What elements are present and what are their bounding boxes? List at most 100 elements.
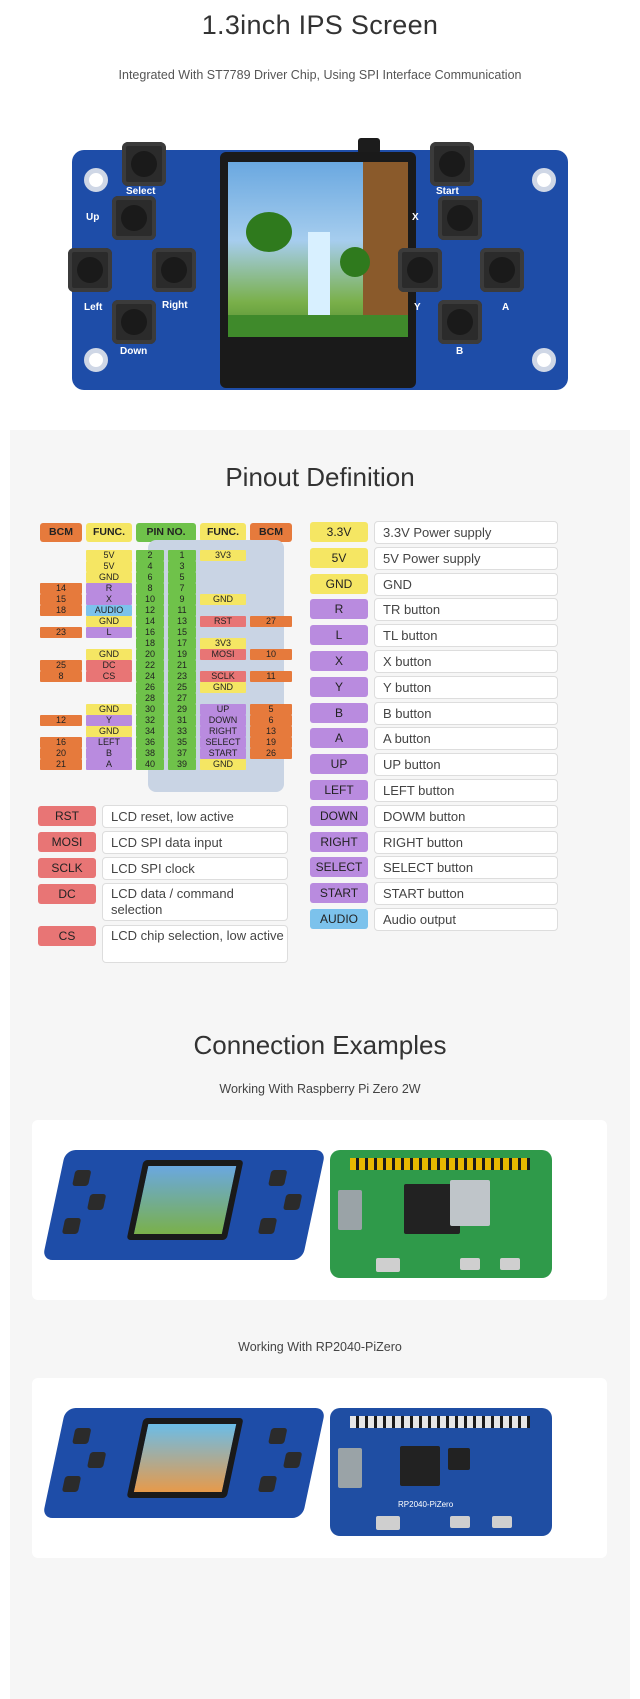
pin-bcm-right: 13 — [250, 726, 292, 737]
legend-code: L — [310, 625, 368, 646]
pin-func-right: SCLK — [200, 671, 246, 682]
connection-title: Connection Examples — [193, 1030, 447, 1060]
pin-bcm-left: 23 — [40, 627, 82, 638]
legend-description: RIGHT button — [374, 830, 558, 854]
pin-number-even: 34 — [136, 726, 164, 737]
pin-number-even: 10 — [136, 594, 164, 605]
pin-bcm-right: 27 — [250, 616, 292, 627]
pin-number-odd: 21 — [168, 660, 196, 671]
pin-bcm-left: 18 — [40, 605, 82, 616]
pin-number-odd: 25 — [168, 682, 196, 693]
pin-number-even: 30 — [136, 704, 164, 715]
mount-hole — [84, 348, 108, 372]
example1-panel — [32, 1120, 607, 1300]
pin-number-even: 24 — [136, 671, 164, 682]
raspberry-pi-zero-2w — [330, 1150, 552, 1278]
pin-bcm-left: 12 — [40, 715, 82, 726]
left-key — [68, 248, 112, 292]
pin-bcm-right: 6 — [250, 715, 292, 726]
mount-hole — [532, 168, 556, 192]
pin-number-even: 16 — [136, 627, 164, 638]
legend-code: 3.3V — [310, 522, 368, 542]
pin-number-even: 12 — [136, 605, 164, 616]
legend-code: 5V — [310, 547, 368, 568]
legend-code: DOWN — [310, 805, 368, 826]
a-label: A — [502, 302, 510, 313]
pin-bcm-right: 11 — [250, 671, 292, 682]
pin-func-right: 3V3 — [200, 550, 246, 561]
pin-bcm-left: 25 — [40, 660, 82, 671]
up-key — [112, 196, 156, 240]
rp2040-pizero-board: RP2040-PiZero — [330, 1408, 552, 1536]
pin-bcm-right: 19 — [250, 737, 292, 748]
legend-description: X button — [374, 650, 558, 673]
legend-description: UP button — [374, 753, 558, 777]
pin-bcm-left: 16 — [40, 737, 82, 748]
pin-func-left: LEFT — [86, 737, 132, 748]
pin-number-odd: 19 — [168, 649, 196, 660]
select-label: Select — [126, 186, 156, 197]
pin-number-odd: 7 — [168, 583, 196, 594]
legend-description: TR button — [374, 598, 558, 622]
pin-number-even: 38 — [136, 748, 164, 759]
pin-number-odd: 13 — [168, 616, 196, 627]
legend-code: X — [310, 651, 368, 671]
legend-lcd-description: LCD data / command selection — [102, 883, 288, 921]
legend-lcd-description: LCD SPI data input — [102, 831, 288, 854]
pin-number-even: 36 — [136, 737, 164, 748]
mount-hole — [84, 168, 108, 192]
legend-lcd-code: MOSI — [38, 832, 96, 852]
legend-lcd-code: CS — [38, 926, 96, 946]
hat-on-pizero — [42, 1150, 326, 1260]
pin-bcm-left: 8 — [40, 671, 82, 682]
pin-number-odd: 15 — [168, 627, 196, 638]
screen-display — [228, 162, 408, 337]
pin-number-odd: 35 — [168, 737, 196, 748]
select-key — [122, 142, 166, 186]
down-label: Down — [120, 346, 148, 357]
header-bcm-right: BCM — [250, 523, 292, 542]
pin-number-even: 32 — [136, 715, 164, 726]
pin-bcm-right: 26 — [250, 748, 292, 759]
pin-number-even: 2 — [136, 550, 164, 561]
x-key — [438, 196, 482, 240]
down-key — [112, 300, 156, 344]
pin-func-left: DC — [86, 660, 132, 671]
legend-code: RIGHT — [310, 831, 368, 852]
lcd-screen — [220, 152, 416, 388]
legend-description: SELECT button — [374, 856, 558, 880]
pin-func-left: AUDIO — [86, 605, 132, 616]
pin-func-left: GND — [86, 649, 132, 660]
pin-func-left: L — [86, 627, 132, 638]
pin-number-even: 14 — [136, 616, 164, 627]
pin-number-even: 22 — [136, 660, 164, 671]
legend-code: START — [310, 883, 368, 904]
pin-bcm-right: 10 — [250, 649, 292, 660]
pin-number-odd: 3 — [168, 561, 196, 572]
pin-number-odd: 1 — [168, 550, 196, 561]
example2-panel: RP2040-PiZero — [32, 1378, 607, 1558]
pin-number-odd: 17 — [168, 638, 196, 649]
pin-func-left: GND — [86, 726, 132, 737]
a-key — [480, 248, 524, 292]
pin-func-left: R — [86, 583, 132, 594]
header-bcm-left: BCM — [40, 523, 82, 542]
pin-func-left: 5V — [86, 550, 132, 561]
pin-func-left: Y — [86, 715, 132, 726]
pin-number-even: 8 — [136, 583, 164, 594]
pin-number-even: 40 — [136, 759, 164, 770]
pin-number-odd: 37 — [168, 748, 196, 759]
pin-number-even: 6 — [136, 572, 164, 583]
rp2040-board-label: RP2040-PiZero — [398, 1500, 454, 1509]
y-label: Y — [414, 302, 421, 313]
pin-bcm-right: 5 — [250, 704, 292, 715]
legend-lcd-code: DC — [38, 884, 96, 904]
legend-code: A — [310, 728, 368, 749]
legend-description: LEFT button — [374, 779, 558, 802]
pin-number-even: 26 — [136, 682, 164, 693]
pin-number-odd: 31 — [168, 715, 196, 726]
page-title: 1.3inch IPS Screen — [201, 10, 439, 40]
pin-func-right: SELECT — [200, 737, 246, 748]
legend-description: 3.3V Power supply — [374, 521, 558, 544]
start-label: Start — [436, 186, 459, 197]
